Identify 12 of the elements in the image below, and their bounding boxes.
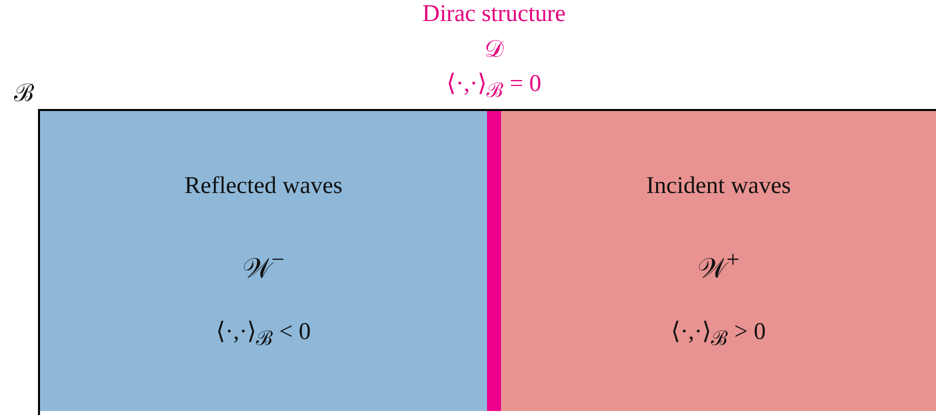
inner-product-condition: ⟨·,·⟩$_{ℬ}$ > 0	[671, 318, 766, 351]
region-heading: Incident waves	[646, 173, 791, 200]
inner-product-condition: ⟨·,·⟩$_{ℬ}$ = 0	[446, 70, 542, 103]
space-symbol: 𝒲$^{−}$	[242, 247, 285, 286]
boundary-label: ℬ	[14, 80, 34, 108]
region-panel	[40, 111, 487, 411]
region-panel	[501, 111, 936, 411]
region-heading: Reflected waves	[184, 173, 342, 200]
structure-label: Dirac structure	[422, 1, 566, 28]
space-symbol: 𝒲$^{+}$	[697, 247, 740, 286]
structure-symbol: 𝒟	[484, 37, 504, 64]
inner-product-condition: ⟨·,·⟩$_{ℬ}$ < 0	[216, 318, 311, 351]
